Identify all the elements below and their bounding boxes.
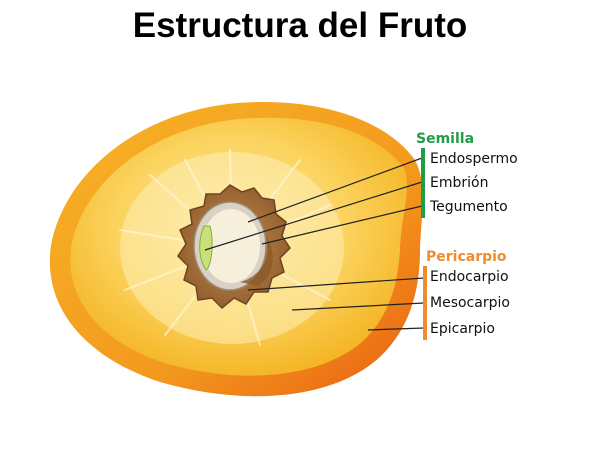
- endosperm-shape: [202, 209, 260, 283]
- pericarpio-bracket: [423, 266, 427, 340]
- label-tegumento: Tegumento: [429, 199, 508, 215]
- label-epicarpio: Epicarpio: [430, 321, 495, 337]
- page-title: Estructura del Fruto: [132, 6, 468, 45]
- semilla-bracket: [421, 148, 425, 218]
- label-embrion: Embrión: [430, 175, 488, 191]
- embryo-shape: [199, 225, 213, 271]
- leader-endocarpio: [247, 277, 425, 291]
- label-endocarpio: Endocarpio: [430, 269, 509, 285]
- label-mesocarpio: Mesocarpio: [430, 295, 510, 311]
- semilla-title: Semilla: [416, 131, 474, 147]
- label-endospermo: Endospermo: [430, 151, 518, 167]
- leader-embrion: [204, 181, 423, 251]
- leader-mesocarpio: [291, 302, 425, 311]
- leader-epicarpio: [367, 327, 425, 331]
- leader-endospermo: [247, 157, 423, 223]
- leader-tegumento: [261, 205, 423, 245]
- pit-inner-shadow: [240, 236, 273, 286]
- pericarpio-title: Pericarpio: [426, 249, 507, 265]
